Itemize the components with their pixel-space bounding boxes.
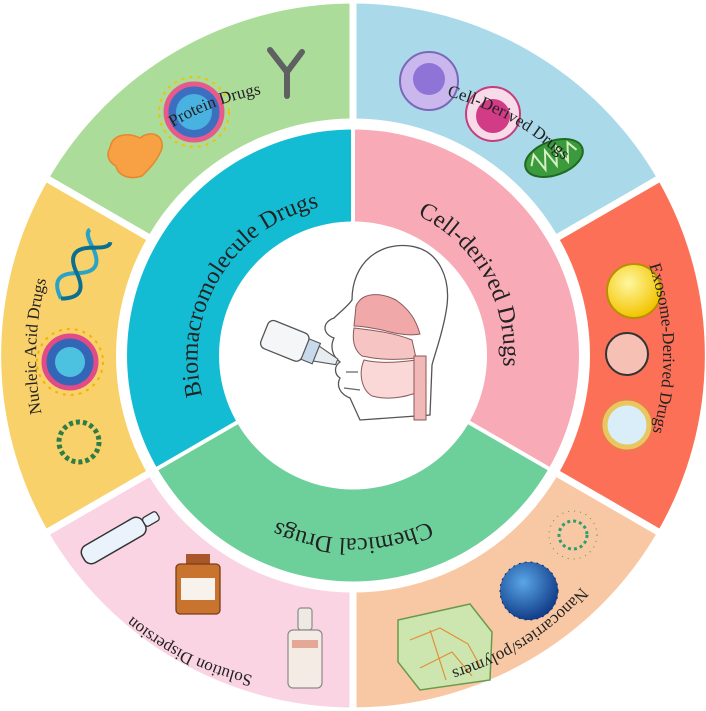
exosome-yellow-icon (606, 263, 662, 319)
vial-icon (175, 554, 221, 615)
dna-helix-icon (55, 227, 113, 301)
exosome-pink-icon (605, 332, 649, 376)
antibody-icon (267, 47, 305, 99)
lipid-nanoparticle-icon (36, 328, 104, 396)
nasal-anatomy-icon (324, 244, 449, 421)
protein-blob-icon (107, 133, 163, 179)
micelle-icon (548, 510, 598, 560)
plasmid-ring-icon (56, 419, 102, 465)
nanoparticle-sphere-icon (499, 561, 559, 621)
spray-bottle-icon (287, 607, 323, 689)
mitochondria-icon (524, 138, 584, 178)
hydrogel-icon (397, 603, 493, 691)
ampoule-icon (80, 511, 160, 565)
cell-pink-icon (465, 86, 521, 142)
cell-purple-icon (399, 51, 459, 111)
nasal-dropper-icon (259, 319, 339, 366)
virus-particle-icon (158, 76, 230, 148)
exosome-lipid-icon (600, 398, 654, 452)
